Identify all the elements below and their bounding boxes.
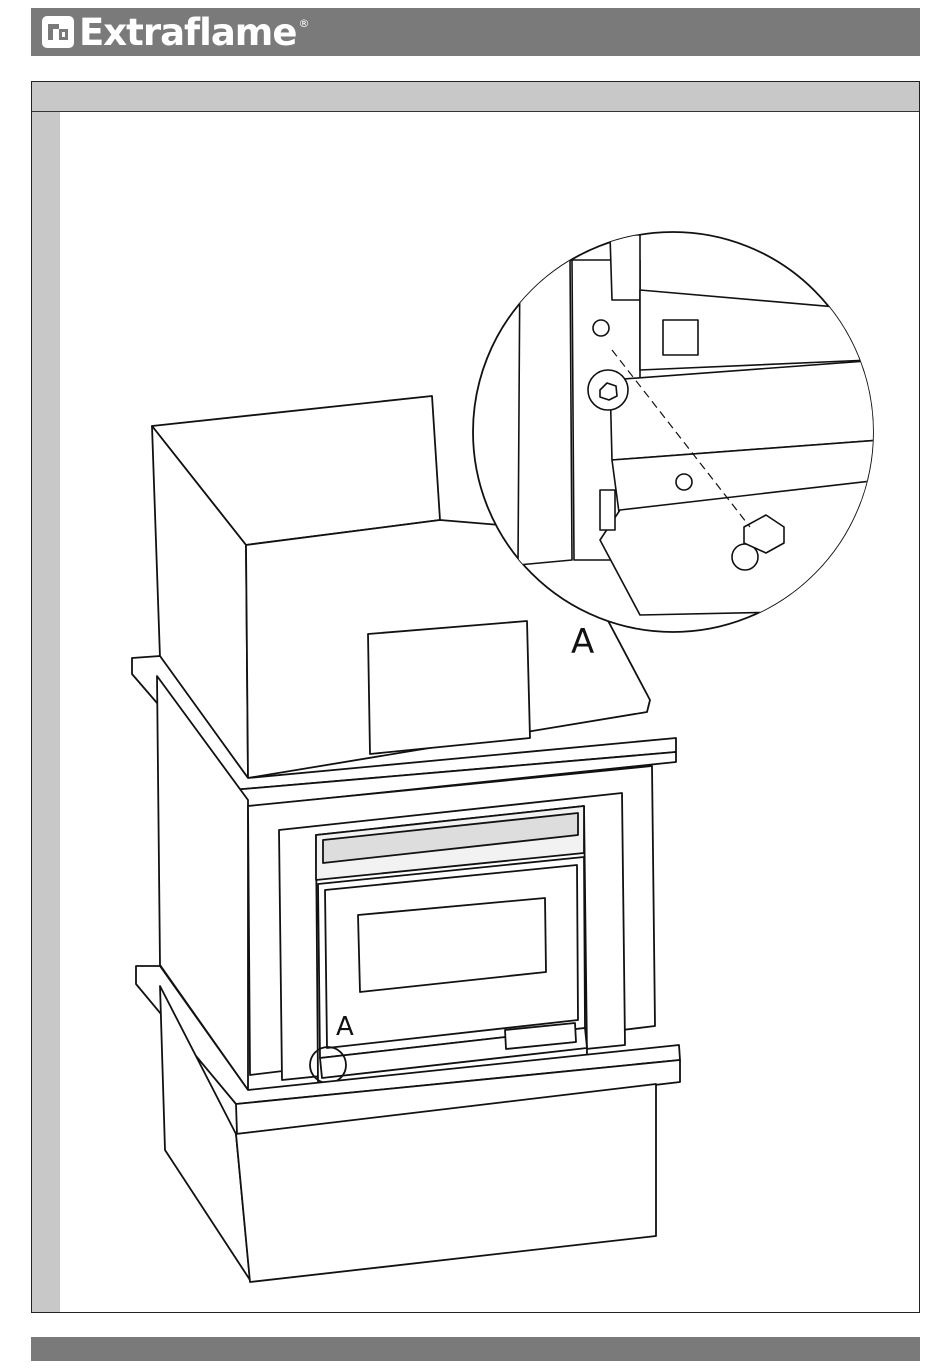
detail-magnifier bbox=[473, 232, 880, 632]
callout-detail-label: A bbox=[571, 622, 594, 662]
footer-bar bbox=[31, 1337, 920, 1361]
callout-location-label: A bbox=[336, 1012, 354, 1042]
